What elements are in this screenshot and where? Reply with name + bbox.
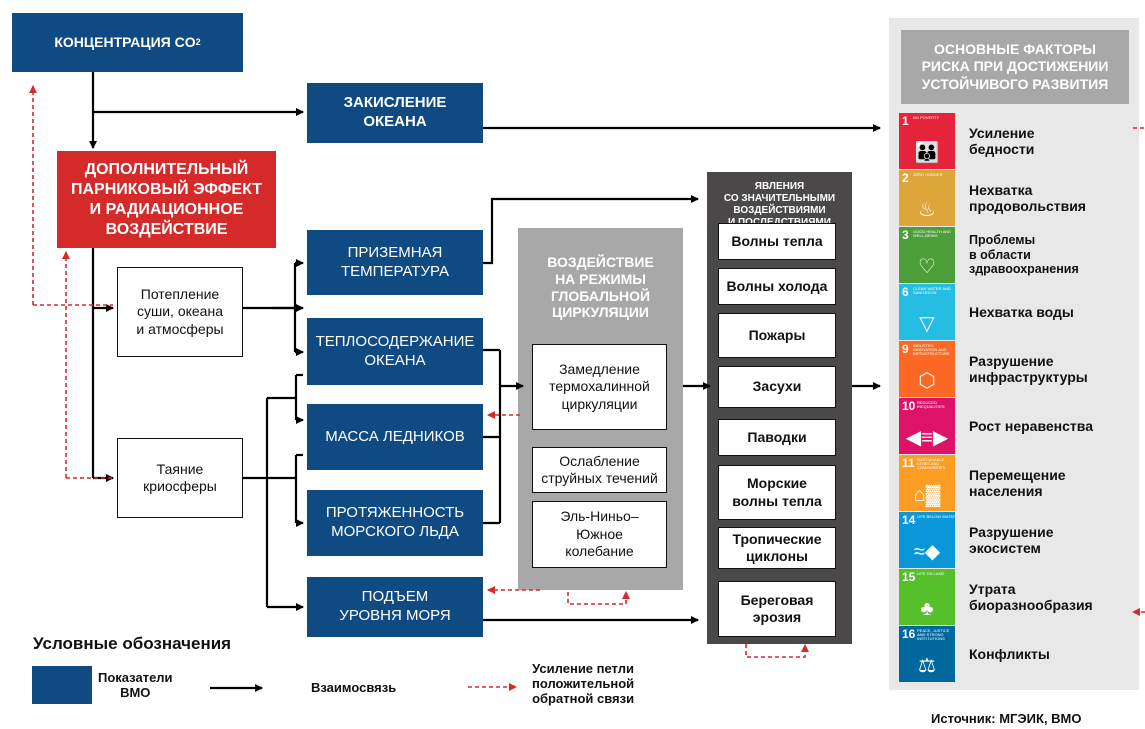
water-glass-icon: ▽ bbox=[919, 313, 935, 335]
sdg-panel-title: ОСНОВНЫЕ ФАКТОРЫ РИСКА ПРИ ДОСТИЖЕНИИ УС… bbox=[901, 30, 1129, 104]
sdg-number: 3 bbox=[902, 228, 909, 242]
event-item: Морские волны тепла bbox=[718, 465, 836, 520]
sdg-row: 3 GOOD HEALTH AND WELL-BEING ♡ Проблемы … bbox=[899, 227, 1139, 283]
event-item: Паводки bbox=[718, 419, 836, 456]
people-icon: 👪 bbox=[914, 142, 940, 164]
tree-icon: ♣ bbox=[920, 598, 934, 620]
sdg-label: Проблемы в области здравоохранения bbox=[969, 233, 1079, 277]
sdg-label: Рост неравенства bbox=[969, 417, 1093, 434]
circulation-item: Ослабление струйных течений bbox=[532, 447, 667, 493]
sdg-subtitle: GOOD HEALTH AND WELL-BEING bbox=[913, 229, 952, 239]
sea-ice-box: ПРОТЯЖЕННОСТЬ МОРСКОГО ЛЬДА bbox=[307, 490, 483, 556]
sdg-row: 6 CLEAN WATER AND SANITATION ▽ Нехватка … bbox=[899, 284, 1139, 340]
sdg-label: Перемещение населения bbox=[969, 466, 1066, 499]
event-item: Волны тепла bbox=[718, 223, 836, 260]
warming-box: Потепление суши, океана и атмосферы bbox=[117, 267, 243, 357]
event-item: Пожары bbox=[718, 313, 836, 358]
sdg-number: 14 bbox=[902, 513, 916, 527]
ocean-acidification-box: ЗАКИСЛЕНИЕ ОКЕАНА bbox=[307, 83, 483, 143]
sdg-subtitle: ZERO HUNGER bbox=[913, 172, 943, 177]
bowl-icon: ♨ bbox=[918, 199, 936, 221]
sdg-3-tile: 3 GOOD HEALTH AND WELL-BEING ♡ bbox=[899, 227, 955, 283]
source-note: Источник: МГЭИК, ВМО bbox=[931, 711, 1082, 726]
sdg-16-tile: 16 PEACE, JUSTICE AND STRONG INSTITUTION… bbox=[899, 626, 955, 682]
glacier-mass-box: МАССА ЛЕДНИКОВ bbox=[307, 404, 483, 470]
dove-icon: ⚖ bbox=[918, 655, 936, 677]
sdg-number: 1 bbox=[902, 114, 909, 128]
sdg-label: Утрата биоразнообразия bbox=[969, 580, 1093, 613]
sdg-10-tile: 10 REDUCED INEQUALITIES ◀≡▶ bbox=[899, 398, 955, 454]
co2-label: КОНЦЕНТРАЦИЯ CO bbox=[54, 33, 196, 50]
sdg-11-tile: 11 SUSTAINABLE CITIES AND COMMUNITIES ⌂▓ bbox=[899, 455, 955, 511]
ocean-heat-box: ТЕПЛОСОДЕРЖАНИЕ ОКЕАНА bbox=[307, 318, 483, 385]
sdg-row: 2 ZERO HUNGER ♨ Нехватка продовольствия bbox=[899, 170, 1139, 226]
sdg-9-tile: 9 INDUSTRY, INNOVATION AND INFRASTRUCTUR… bbox=[899, 341, 955, 397]
sdg-row: 11 SUSTAINABLE CITIES AND COMMUNITIES ⌂▓… bbox=[899, 455, 1139, 511]
sdg-label: Усиление бедности bbox=[969, 124, 1035, 157]
equality-icon: ◀≡▶ bbox=[905, 427, 949, 449]
legend-title: Условные обозначения bbox=[33, 634, 232, 653]
sdg-subtitle: INDUSTRY, INNOVATION AND INFRASTRUCTURE bbox=[913, 343, 950, 357]
sea-level-box: ПОДЪЕМ УРОВНЯ МОРЯ bbox=[307, 577, 483, 637]
cubes-icon: ⬡ bbox=[918, 370, 936, 392]
legend-feedback-label: Усиление петли положительной обратной св… bbox=[532, 661, 635, 706]
fish-icon: ≈◆ bbox=[913, 541, 941, 563]
sdg-row: 15 LIFE ON LAND ♣ Утрата биоразнообразия bbox=[899, 569, 1139, 625]
sdg-label: Нехватка воды bbox=[969, 303, 1074, 320]
sdg-subtitle: REDUCED INEQUALITIES bbox=[917, 400, 945, 410]
sdg-label: Конфликты bbox=[969, 645, 1050, 662]
sdg-number: 9 bbox=[902, 342, 909, 356]
sdg-number: 10 bbox=[902, 399, 916, 413]
cryosphere-melting-box: Таяние криосферы bbox=[117, 438, 243, 518]
legend-relation-label: Взаимосвязь bbox=[311, 680, 397, 695]
sdg-subtitle: SUSTAINABLE CITIES AND COMMUNITIES bbox=[917, 457, 946, 471]
sdg-number: 11 bbox=[902, 456, 915, 470]
sdg-label: Разрушение экосистем bbox=[969, 523, 1054, 556]
surface-temperature-box: ПРИЗЕМНАЯ ТЕМПЕРАТУРА bbox=[307, 230, 483, 295]
sdg-14-tile: 14 LIFE BELOW WATER ≈◆ bbox=[899, 512, 957, 568]
sdg-subtitle: PEACE, JUSTICE AND STRONG INSTITUTIONS bbox=[917, 628, 950, 642]
greenhouse-effect-box: ДОПОЛНИТЕЛЬНЫЙ ПАРНИКОВЫЙ ЭФФЕКТ И РАДИА… bbox=[57, 151, 276, 248]
legend-indicators-label: Показатели ВМО bbox=[98, 670, 173, 700]
sdg-number: 15 bbox=[902, 570, 916, 584]
sdg-label: Нехватка продовольствия bbox=[969, 181, 1086, 214]
sdg-15-tile: 15 LIFE ON LAND ♣ bbox=[899, 569, 955, 625]
sdg-label: Разрушение инфраструктуры bbox=[969, 352, 1088, 385]
sdg-2-tile: 2 ZERO HUNGER ♨ bbox=[899, 170, 955, 226]
sdg-subtitle: CLEAN WATER AND SANITATION bbox=[913, 286, 951, 296]
heartbeat-icon: ♡ bbox=[918, 256, 936, 278]
sdg-subtitle: LIFE BELOW WATER bbox=[917, 514, 957, 519]
circulation-item: Замедление термохалинной циркуляции bbox=[532, 344, 667, 430]
circulation-item: Эль-Ниньо– Южное колебание bbox=[532, 501, 667, 568]
sdg-1-tile: 1 NO POVERTY 👪 bbox=[899, 113, 955, 169]
circulation-panel-title: ВОЗДЕЙСТВИЕ НА РЕЖИМЫ ГЛОБАЛЬНОЙ ЦИРКУЛЯ… bbox=[547, 254, 654, 321]
event-item: Береговая эрозия bbox=[718, 581, 836, 637]
sdg-row: 1 NO POVERTY 👪 Усиление бедности bbox=[899, 113, 1139, 169]
sdg-number: 16 bbox=[902, 627, 916, 641]
sdg-row: 16 PEACE, JUSTICE AND STRONG INSTITUTION… bbox=[899, 626, 1139, 682]
sdg-number: 2 bbox=[902, 171, 909, 185]
event-item: Волны холода bbox=[718, 268, 836, 305]
city-icon: ⌂▓ bbox=[913, 484, 941, 506]
sdg-subtitle: LIFE ON LAND bbox=[917, 571, 945, 576]
event-item: Тропические циклоны bbox=[718, 527, 836, 569]
legend-wmo-swatch bbox=[32, 666, 92, 704]
event-item: Засухи bbox=[718, 366, 836, 408]
sdg-row: 10 REDUCED INEQUALITIES ◀≡▶ Рост неравен… bbox=[899, 398, 1139, 454]
sdg-number: 6 bbox=[902, 285, 909, 299]
co2-subscript: 2 bbox=[195, 36, 201, 47]
sdg-subtitle: NO POVERTY bbox=[913, 115, 940, 120]
sdg-row: 9 INDUSTRY, INNOVATION AND INFRASTRUCTUR… bbox=[899, 341, 1139, 397]
sdg-6-tile: 6 CLEAN WATER AND SANITATION ▽ bbox=[899, 284, 955, 340]
sdg-row: 14 LIFE BELOW WATER ≈◆ Разрушение экосис… bbox=[899, 512, 1139, 568]
events-panel-title: ЯВЛЕНИЯ СО ЗНАЧИТЕЛЬНЫМИ ВОЗДЕЙСТВИЯМИ И… bbox=[723, 181, 836, 228]
